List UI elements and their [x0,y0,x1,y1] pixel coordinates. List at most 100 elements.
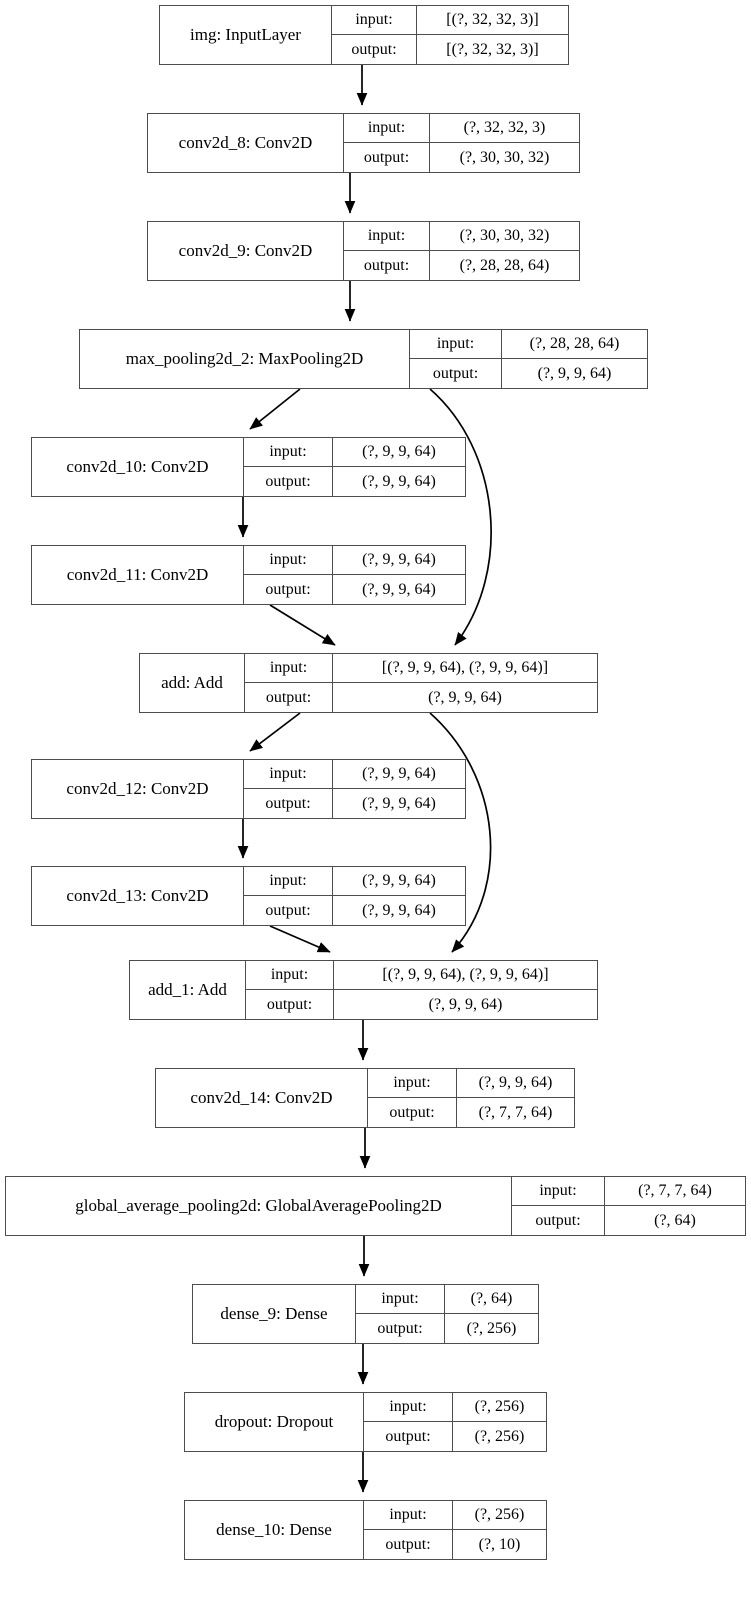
output-label-conv2d_10: output: [244,467,333,496]
layer-name-conv2d_14: conv2d_14: Conv2D [156,1069,368,1127]
layer-output-row-dropout: output:(?, 256) [364,1422,546,1451]
layer-io-global_average_pooling2d: input:(?, 7, 7, 64)output:(?, 64) [512,1177,745,1235]
output-shape-conv2d_11: (?, 9, 9, 64) [362,580,436,598]
layer-input-row-conv2d_10: input:(?, 9, 9, 64) [244,438,465,467]
layer-input-row-conv2d_12: input: (?, 9, 9, 64) [244,760,465,789]
input-shape-conv2d_14: (?, 9, 9, 64) [478,1074,553,1091]
input-shape-dropout: (?, 256) [474,1398,525,1415]
layer-io-add_1: input:[(?, 9, 9, 64), (?, 9, 9, 64)]outp… [246,961,597,1019]
output-label-dense_9: output: [356,1314,445,1343]
layer-io-max_pooling2d_2: input:(?, 28, 28, 64)output: (?, 9, 9, 64… [410,330,647,388]
layer-name-conv2d_9: conv2d_9: Conv2D [148,222,344,280]
layer-output-row-conv2d_12: output: (?, 9, 9, 64) [244,789,465,818]
input-shape-conv2d_13: (?, 9, 9, 64) [362,872,436,889]
layer-output-row-conv2d_9: output: (?, 28, 28, 64) [344,251,579,280]
layer-name-dense_10: dense_10: Dense [185,1501,364,1559]
output-shape-global_average_pooling2d: (?, 64) [654,1211,696,1229]
output-shape-conv2d_8: (?, 30, 30, 32) [459,148,550,166]
input-shape-conv2d_9: (?, 30, 30, 32) [459,227,550,244]
layer-output-row-dense_10: output:(?, 10) [364,1530,546,1559]
edge-conv2d-13-to-add-1 [269,925,331,953]
output-label-add: output: [245,683,333,712]
layer-io-conv2d_8: input:(?, 32, 32, 3)output: (?, 30, 30, 3… [344,114,579,172]
output-shape-conv2d_9: (?, 28, 28, 64) [459,256,550,274]
output-shape-dense_9: (?, 256) [466,1319,517,1337]
layer-io-dropout: input:(?, 256)output:(?, 256) [364,1393,546,1451]
layer-input-row-add: input: [(?, 9, 9, 64), (?, 9, 9, 64)] [245,654,597,683]
input-label-conv2d_11: input: [244,546,333,574]
input-label-conv2d_12: input: [244,760,333,788]
output-label-add_1: output: [246,990,334,1019]
input-shape-max_pooling2d_2: (?, 28, 28, 64) [529,335,620,352]
output-shape-dropout: (?, 256) [474,1427,525,1445]
layer-name-conv2d_13: conv2d_13: Conv2D [32,867,244,925]
layer-name-add_1: add_1: Add [130,961,246,1019]
layer-name-global_average_pooling2d: global_average_pooling2d: GlobalAverageP… [6,1177,512,1235]
input-label-conv2d_9: input: [344,222,430,250]
input-shape-global_average_pooling2d: (?, 7, 7, 64) [638,1182,712,1199]
layer-input-row-conv2d_13: input: (?, 9, 9, 64) [244,867,465,896]
output-label-img: output: [332,35,417,64]
layer-io-img: input: [(?, 32, 32, 3)] output:[(?, 32, 32… [332,6,568,64]
layer-io-conv2d_9: input: (?, 30, 30, 32) output: (?, 28, 28, … [344,222,579,280]
layer-input-row-conv2d_9: input: (?, 30, 30, 32) [344,222,579,251]
output-label-conv2d_8: output: [344,143,430,172]
input-shape-dense_9: (?, 64) [470,1290,513,1307]
output-label-dense_10: output: [364,1530,453,1559]
layer-io-conv2d_14: input:(?, 9, 9, 64)output:(?, 7, 7, 64) [368,1069,574,1127]
layer-output-row-global_average_pooling2d: output:(?, 64) [512,1206,745,1235]
input-shape-add_1: [(?, 9, 9, 64), (?, 9, 9, 64)] [382,966,549,983]
layer-name-add: add: Add [140,654,245,712]
input-shape-conv2d_12: (?, 9, 9, 64) [362,765,436,782]
input-shape-conv2d_11: (?, 9, 9, 64) [362,551,436,568]
layer-output-row-conv2d_8: output: (?, 30, 30, 32) [344,143,579,172]
layer-name-conv2d_11: conv2d_11: Conv2D [32,546,244,604]
layer-output-row-add: output:(?, 9, 9, 64) [245,683,597,712]
layer-input-row-add_1: input:[(?, 9, 9, 64), (?, 9, 9, 64)] [246,961,597,990]
layer-node-global_average_pooling2d[interactable]: global_average_pooling2d: GlobalAverageP… [5,1176,746,1236]
layer-output-row-conv2d_13: output:(?, 9, 9, 64) [244,896,465,925]
layer-name-conv2d_12: conv2d_12: Conv2D [32,760,244,818]
input-shape-add: [(?, 9, 9, 64), (?, 9, 9, 64)] [381,659,549,676]
input-shape-conv2d_10: (?, 9, 9, 64) [362,443,436,460]
layer-output-row-conv2d_10: output:(?, 9, 9, 64) [244,467,465,496]
layer-input-row-img: input: [(?, 32, 32, 3)] [332,6,568,35]
layer-input-row-conv2d_8: input:(?, 32, 32, 3) [344,114,579,143]
input-shape-conv2d_8: (?, 32, 32, 3) [463,119,546,136]
input-label-img: input: [332,6,417,34]
layer-name-img: img: InputLayer [160,6,332,64]
layer-io-conv2d_11: input:(?, 9, 9, 64)output:(?, 9, 9, 64) [244,546,465,604]
layer-input-row-max_pooling2d_2: input:(?, 28, 28, 64) [410,330,647,359]
input-shape-img: [(?, 32, 32, 3)] [446,11,539,28]
input-label-dropout: input: [364,1393,453,1421]
layer-input-row-dense_9: input:(?, 64) [356,1285,538,1314]
input-label-conv2d_13: input: [244,867,333,895]
input-label-add: input: [245,654,333,682]
output-label-conv2d_9: output: [344,251,430,280]
output-label-max_pooling2d_2: output: [410,359,502,388]
output-shape-max_pooling2d_2: (?, 9, 9, 64) [537,364,612,382]
layer-input-row-global_average_pooling2d: input:(?, 7, 7, 64) [512,1177,745,1206]
output-label-conv2d_12: output: [244,789,333,818]
layer-name-dropout: dropout: Dropout [185,1393,364,1451]
layer-output-row-conv2d_11: output:(?, 9, 9, 64) [244,575,465,604]
output-shape-conv2d_12: (?, 9, 9, 64) [362,794,436,812]
layer-output-row-img: output:[(?, 32, 32, 3)] [332,35,568,64]
layer-io-dense_9: input:(?, 64)output: (?, 256) [356,1285,538,1343]
edge-add-to-conv2d-12 [249,712,301,752]
